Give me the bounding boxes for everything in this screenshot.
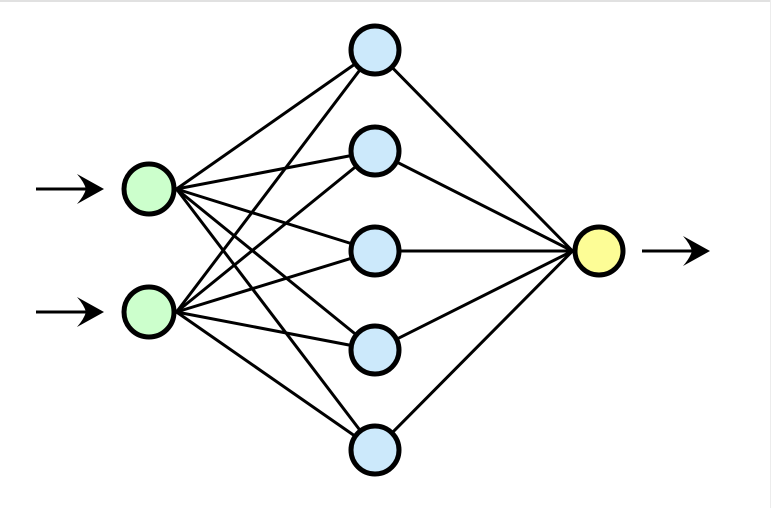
top-border [0, 0, 771, 2]
input-node-2 [121, 284, 177, 340]
hidden-node-4 [348, 323, 402, 377]
edge-input-1-to-hidden-1 [175, 48, 376, 191]
edge-hidden-2-to-output-1 [374, 149, 574, 253]
edge-input-2-to-hidden-3 [176, 249, 376, 314]
edge-input-2-to-hidden-2 [175, 149, 376, 314]
edge-input-1-to-hidden-3 [176, 187, 376, 253]
hidden-node-2 [348, 124, 402, 178]
input-node-1 [121, 161, 177, 217]
edge-input-1-to-hidden-2 [176, 149, 376, 191]
input-arrow-2 [36, 297, 104, 327]
edge-hidden-5-to-output-1 [373, 249, 574, 452]
arrowhead-icon [77, 297, 104, 327]
edge-hidden-4-to-output-1 [374, 249, 574, 352]
edge-input-2-to-hidden-1 [175, 49, 377, 313]
hidden-node-3 [348, 224, 402, 278]
edge-input-2-to-hidden-4 [176, 310, 376, 352]
edge-input-1-to-hidden-4 [175, 187, 376, 352]
edge-hidden-1-to-output-1 [373, 48, 574, 253]
arrowhead-icon [683, 236, 710, 266]
input-arrow-1 [36, 174, 104, 204]
hidden-node-5 [348, 423, 402, 477]
output-node-1 [572, 224, 626, 278]
arrowhead-icon [77, 174, 104, 204]
output-arrow [642, 236, 710, 266]
edge-input-2-to-hidden-5 [175, 310, 376, 452]
hidden-node-1 [348, 23, 402, 77]
edge-input-1-to-hidden-5 [175, 188, 377, 451]
